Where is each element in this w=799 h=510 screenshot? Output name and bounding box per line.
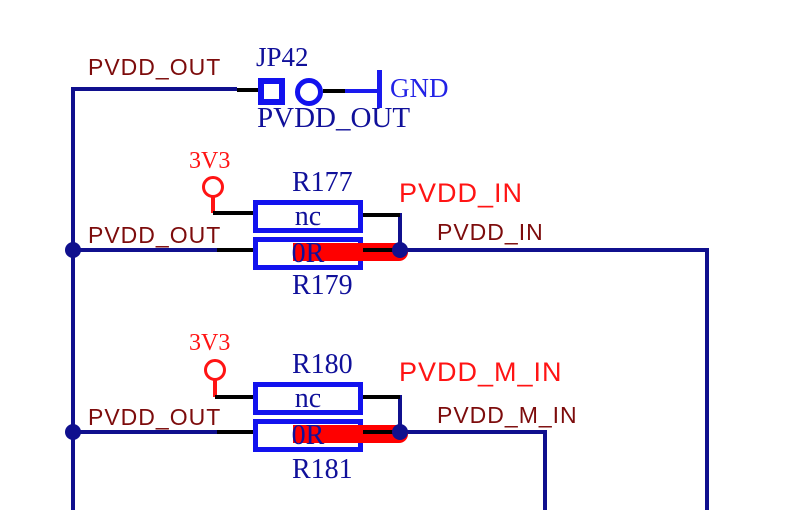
net-label-pvdd-out-top[interactable]: PVDD_OUT (88, 54, 222, 80)
r180-pin-right (363, 395, 400, 399)
gnd-bar-icon[interactable] (377, 70, 382, 108)
r181-value: 0R (291, 419, 325, 451)
resistor-r179[interactable]: 0R (253, 237, 408, 270)
wire-pvdd-in-horizontal[interactable] (400, 248, 709, 252)
r177-pin-left (213, 211, 253, 215)
r181-pin-left (217, 430, 253, 434)
jp42-pin-right (323, 89, 346, 93)
wire-block1-main[interactable] (71, 248, 217, 252)
power-port-3v3-label-1[interactable]: 3V3 (189, 148, 231, 174)
net-title-pvdd-in[interactable]: PVDD_IN (399, 178, 524, 208)
wire-pvdd-in-vertical[interactable] (705, 248, 709, 510)
power-port-3v3-icon-2[interactable] (204, 359, 226, 381)
resistor-r181[interactable]: 0R (253, 419, 408, 452)
r180-designator[interactable]: R180 (292, 349, 353, 380)
wire-top-horizontal[interactable] (71, 87, 237, 91)
gnd-wire (345, 89, 379, 93)
power-port-3v3-icon-1[interactable] (202, 176, 224, 198)
r179-designator[interactable]: R179 (292, 270, 353, 301)
r181-designator[interactable]: R181 (292, 454, 353, 485)
junction-dot-bus-2 (65, 424, 81, 440)
gnd-label[interactable]: GND (390, 73, 449, 103)
r179-value: 0R (291, 237, 325, 269)
power-port-3v3-label-2[interactable]: 3V3 (189, 330, 231, 356)
resistor-r180[interactable]: nc (253, 382, 363, 415)
power-stub-1 (211, 196, 215, 213)
jp42-pin-left (237, 88, 258, 92)
r177-value: nc (294, 200, 322, 232)
wire-pvdd-m-in-horizontal[interactable] (400, 430, 547, 434)
wire-block1-nc-drop (398, 213, 402, 252)
jp42-designator[interactable]: JP42 (256, 42, 309, 72)
jp42-pad-square[interactable] (258, 78, 285, 105)
r177-designator[interactable]: R177 (292, 167, 353, 198)
net-label-pvdd-out-1[interactable]: PVDD_OUT (88, 222, 222, 248)
net-highlight-band-2 (293, 425, 408, 443)
net-title-pvdd-m-in[interactable]: PVDD_M_IN (399, 357, 563, 387)
wire-block2-nc-drop (398, 395, 402, 434)
net-label-pvdd-in[interactable]: PVDD_IN (437, 219, 544, 245)
jp42-net-label[interactable]: PVDD_OUT (257, 102, 411, 134)
r179-pin-right (363, 248, 400, 252)
wire-pvdd-out-bus-vertical[interactable] (71, 87, 75, 510)
r181-pin-right (363, 430, 400, 434)
junction-dot-r181 (392, 424, 408, 440)
r180-pin-left (215, 395, 253, 399)
net-label-pvdd-out-2[interactable]: PVDD_OUT (88, 404, 222, 430)
junction-dot-bus-1 (65, 242, 81, 258)
wire-block2-main[interactable] (71, 430, 217, 434)
r177-pin-right (363, 213, 400, 217)
net-label-pvdd-m-in[interactable]: PVDD_M_IN (437, 402, 578, 428)
r180-value: nc (294, 382, 322, 414)
jp42-pad-circle[interactable] (295, 78, 323, 106)
net-highlight-band-1 (293, 243, 408, 261)
resistor-r177[interactable]: nc (253, 200, 363, 233)
power-stub-2 (213, 379, 217, 397)
wire-pvdd-m-in-vertical[interactable] (543, 430, 547, 510)
junction-dot-r179 (392, 242, 408, 258)
r179-pin-left (217, 248, 253, 252)
